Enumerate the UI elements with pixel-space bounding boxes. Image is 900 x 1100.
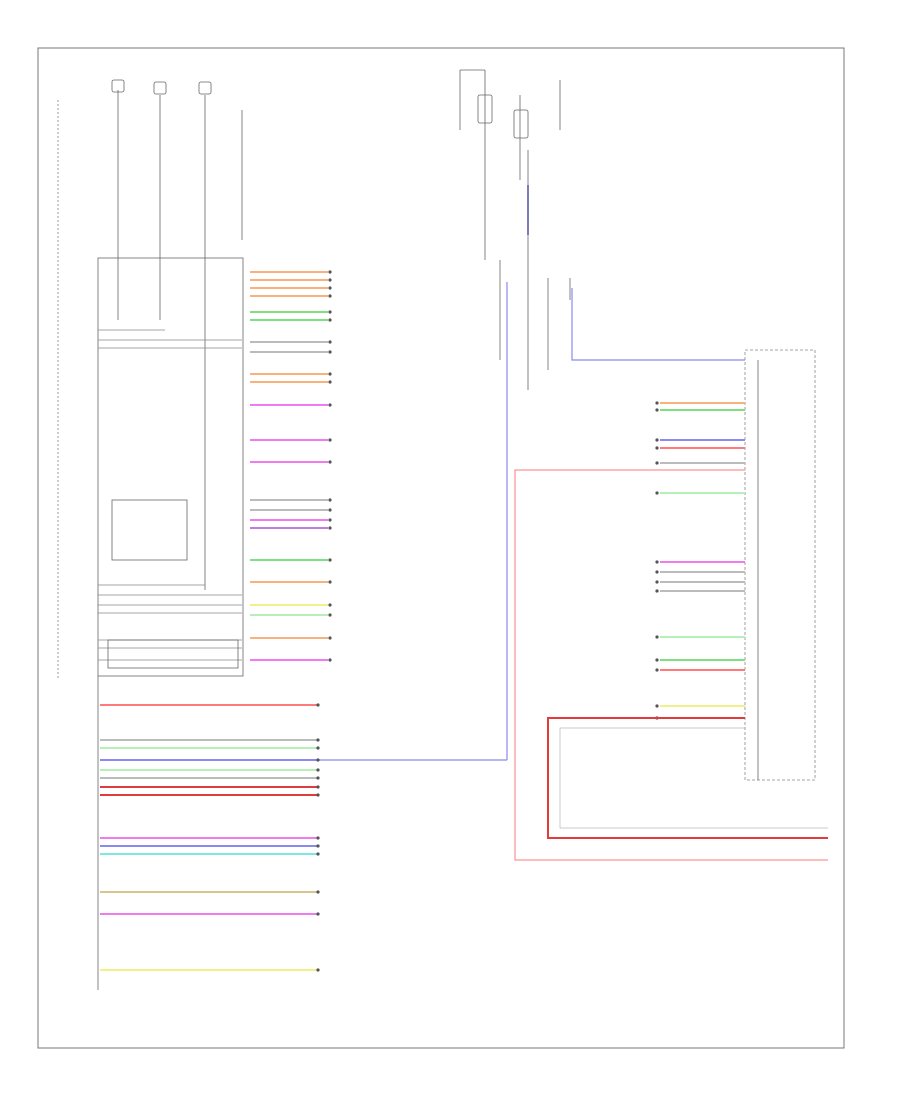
inner-wire-terminal xyxy=(328,518,332,522)
left-wire-terminal xyxy=(316,852,320,856)
junction-blue-right xyxy=(571,288,745,361)
right-wire-terminal xyxy=(655,560,659,564)
inner-wire-terminal xyxy=(328,558,332,562)
left-wire-terminal xyxy=(316,912,320,916)
right-wire-terminal xyxy=(655,668,659,672)
left-wire-terminal xyxy=(316,738,320,742)
left-wire-terminal xyxy=(316,768,320,772)
inner-wire-group xyxy=(250,270,332,662)
left-wire-group xyxy=(100,703,320,972)
right-wire-terminal xyxy=(655,491,659,495)
left-wire-terminal xyxy=(316,776,320,780)
inner-wire-terminal xyxy=(328,380,332,384)
inner-wire-terminal xyxy=(328,278,332,282)
inner-relay-box xyxy=(111,499,188,561)
left-wire-terminal xyxy=(316,890,320,894)
gray-loop-wire xyxy=(559,727,828,829)
inner-wire-terminal xyxy=(328,403,332,407)
right-wire-terminal xyxy=(655,658,659,662)
left-wire-terminal xyxy=(316,703,320,707)
inner-wire-terminal xyxy=(328,340,332,344)
right-wire-terminal xyxy=(655,461,659,465)
inner-lower-box xyxy=(107,639,239,669)
left-wire-terminal xyxy=(316,836,320,840)
inner-wire-terminal xyxy=(328,526,332,530)
dark-red-loop-wire xyxy=(547,717,828,839)
inner-wire-terminal xyxy=(328,372,332,376)
left-wire-terminal xyxy=(316,785,320,789)
inner-wire-terminal xyxy=(328,508,332,512)
left-wire-terminal xyxy=(316,968,320,972)
inner-wire-terminal xyxy=(328,658,332,662)
right-wire-terminal xyxy=(655,408,659,412)
left-module-box xyxy=(97,257,244,677)
right-wire-terminal xyxy=(655,401,659,405)
relay-group xyxy=(459,69,561,260)
right-module-box xyxy=(744,349,816,781)
inner-wire-terminal xyxy=(328,613,332,617)
left-wire-terminal xyxy=(316,844,320,848)
right-wire-terminal xyxy=(655,438,659,442)
inner-wire-terminal xyxy=(328,310,332,314)
inner-wire-terminal xyxy=(328,318,332,322)
inner-wire-terminal xyxy=(328,636,332,640)
top-fuse-group xyxy=(111,79,243,590)
right-wire-terminal xyxy=(655,589,659,593)
inner-wire-terminal xyxy=(328,438,332,442)
inner-wire-terminal xyxy=(328,286,332,290)
inner-wire-terminal xyxy=(328,498,332,502)
diagram-frame xyxy=(37,47,845,1049)
inner-wire-terminal xyxy=(328,580,332,584)
left-wire-terminal xyxy=(316,758,320,762)
left-wire-terminal xyxy=(316,746,320,750)
inner-wire-terminal xyxy=(328,294,332,298)
right-wire-terminal xyxy=(655,446,659,450)
right-wire-terminal xyxy=(655,704,659,708)
inner-wire-terminal xyxy=(328,460,332,464)
junction-connector xyxy=(499,260,571,390)
inner-wire-terminal xyxy=(328,270,332,274)
inner-wire-terminal xyxy=(328,603,332,607)
inner-wire-terminal xyxy=(328,350,332,354)
right-wire-terminal xyxy=(655,635,659,639)
right-wire-terminal xyxy=(655,570,659,574)
left-wire-terminal xyxy=(316,793,320,797)
red-loop-wire xyxy=(514,469,828,861)
right-wire-terminal xyxy=(655,580,659,584)
